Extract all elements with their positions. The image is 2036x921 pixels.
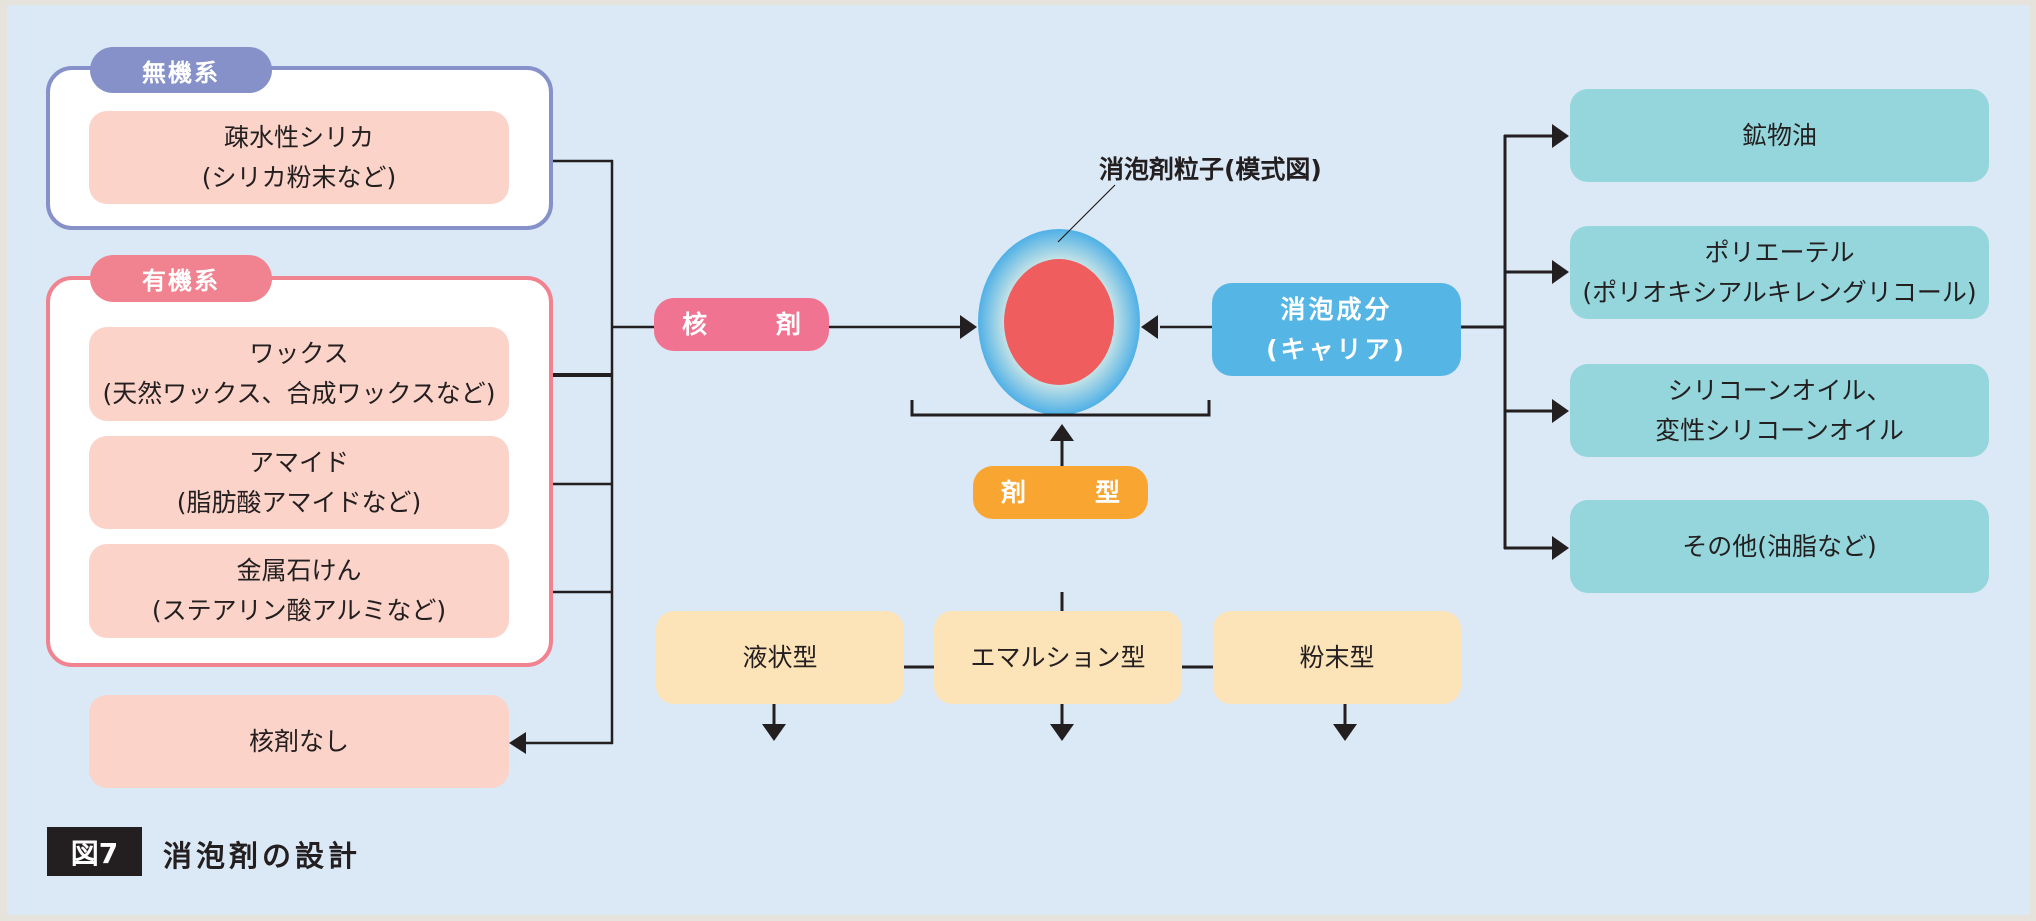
item-subtitle: (天然ワックス、合成ワックスなど) [102,379,496,408]
carrier-polyether: ポリエーテル (ポリオキシアルキレングリコール) [1570,226,1989,319]
arrow-right-icon [1552,260,1569,284]
carrier-item-title: その他(油脂など) [1682,531,1877,561]
item-title: 金属石けん [236,556,362,585]
carrier-label-line1: 消泡成分 [1280,294,1393,324]
item-subtitle: (脂肪酸アマイドなど) [176,487,422,517]
arrow-down-icon [1050,724,1074,741]
carrier-silicone-oil: シリコーンオイル、 変性シリコーンオイル [1570,364,1989,457]
organic-tab-label: 有機系 [142,267,220,295]
nucleating-agent-label: 核 剤 [681,309,823,339]
arrow-right-icon [960,315,977,339]
carrier-mineral-oil: 鉱物油 [1570,89,1989,182]
particle-leader-line [1057,184,1116,243]
carrier-item-title: ポリエーテル [1704,237,1855,267]
figure-number-badge: 図7 [47,827,142,876]
carrier-item-subtitle: (ポリオキシアルキレングリコール) [1582,277,1977,307]
item-subtitle: (シリカ粉末など) [201,162,397,192]
carrier-item-title: シリコーンオイル、 [1667,375,1892,405]
carrier-tree [1461,134,1556,550]
arrow-left-icon [509,732,526,754]
inorganic-tab: 無機系 [90,47,272,93]
nucleating-item-metal-soap: 金属石けん (ステアリン酸アルミなど) [89,544,509,638]
formulation-item-label: 液状型 [742,642,818,672]
nucleating-item-wax: ワックス (天然ワックス、合成ワックスなど) [89,327,509,421]
item-subtitle: (ステアリン酸アルミなど) [151,596,447,625]
particle-label: 消泡剤粒子(模式図) [1099,155,1322,184]
carrier-item-title: 鉱物油 [1741,120,1817,150]
item-title: アマイド [248,447,349,477]
item-title: ワックス [249,339,349,368]
nucleating-item-amide: アマイド (脂肪酸アマイドなど) [89,436,509,529]
carrier-label-line2: (キャリア) [1266,334,1407,364]
arrow-up-icon [1050,424,1074,441]
nucleating-agent-node: 核 剤 [654,298,829,351]
particle-core [1004,259,1114,385]
item-title: 核剤なし [248,726,349,756]
item-title: 疎水性シリカ [223,122,374,152]
formulation-liquid: 液状型 [656,611,904,704]
organic-tab: 有機系 [90,255,272,302]
arrow-right-icon [1552,536,1569,560]
down-arrowheads [762,724,1357,741]
carrier-item-subtitle: 変性シリコーンオイル [1655,415,1904,445]
arrow-down-icon [762,724,786,741]
formulation-node: 剤 型 [973,466,1148,519]
arrow-right-icon [1552,124,1569,148]
formulation-powder: 粉末型 [1213,611,1461,704]
inorganic-tab-label: 無機系 [142,58,220,87]
nucleating-item-hydrophobic-silica: 疎水性シリカ (シリカ粉末など) [89,111,509,204]
carrier-others: その他(油脂など) [1570,500,1989,593]
formulation-item-label: 粉末型 [1299,642,1375,672]
arrow-left-icon [1141,315,1158,339]
formulation-item-label: エマルション型 [970,642,1146,672]
carrier-node: 消泡成分 (キャリア) [1212,283,1461,376]
arrow-down-icon [1333,724,1357,741]
arrow-right-icon [1552,399,1569,423]
figure-title: 消泡剤の設計 [163,839,362,873]
nucleating-item-none: 核剤なし [89,695,509,788]
particle-bracket [910,400,1211,417]
formulation-label: 剤 型 [1000,477,1142,507]
formulation-emulsion: エマルション型 [934,611,1182,704]
figure-number: 図7 [70,836,119,870]
right-arrowheads [1552,124,1569,560]
